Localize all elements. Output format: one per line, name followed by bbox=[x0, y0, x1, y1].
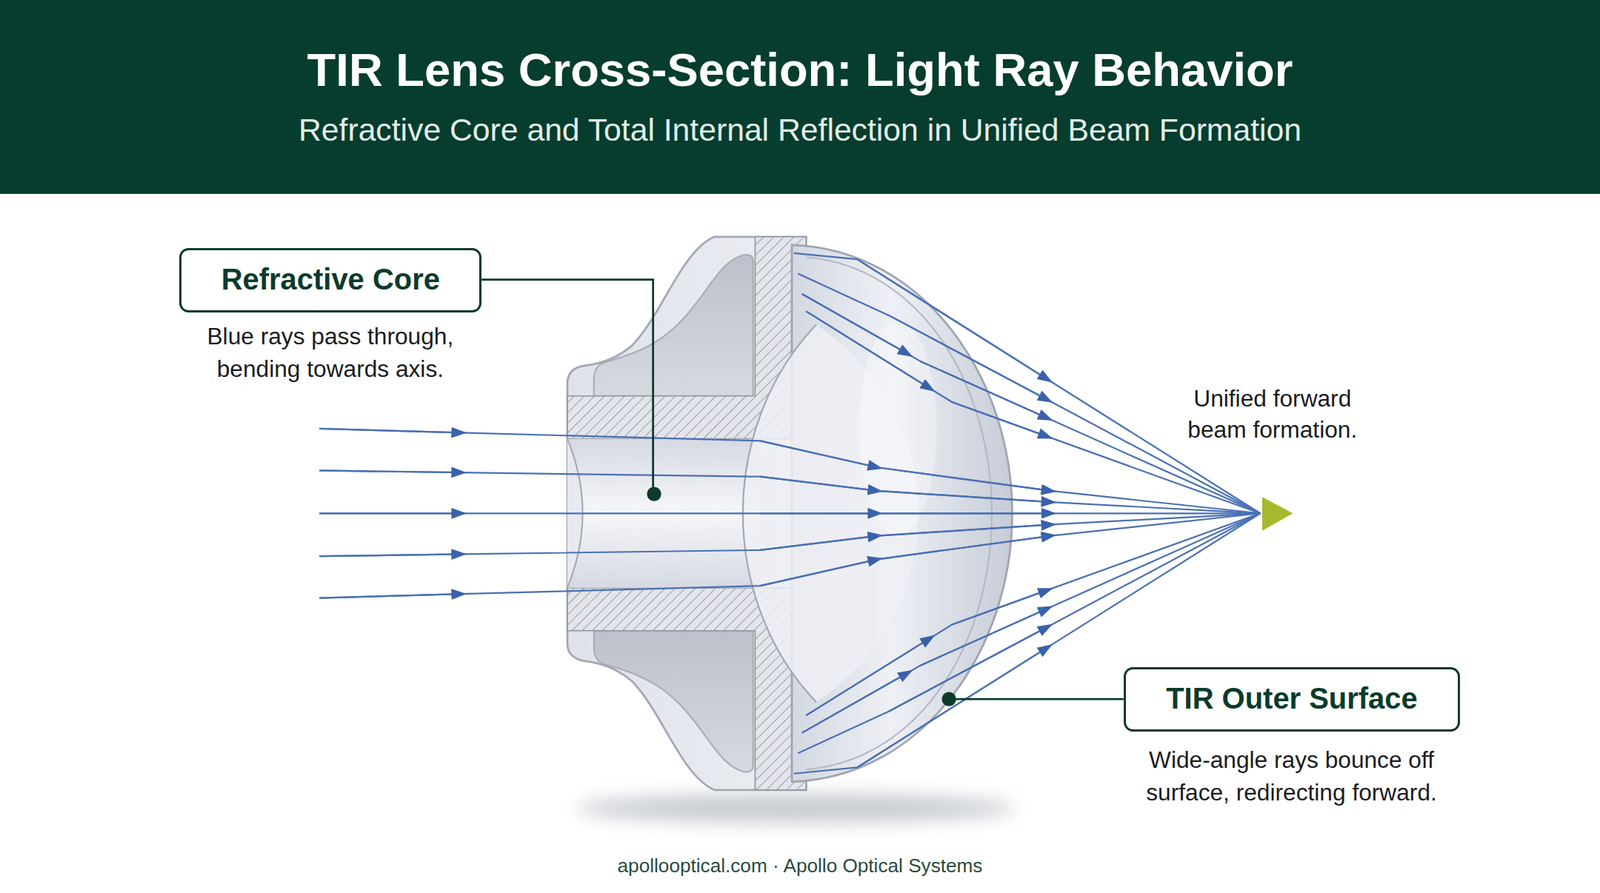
lens-cavity bbox=[594, 631, 754, 773]
ray-arrowhead bbox=[877, 491, 1052, 503]
ray-arrowhead bbox=[888, 315, 1049, 400]
ray-arrowhead bbox=[319, 470, 461, 473]
ray-arrowhead bbox=[802, 294, 909, 355]
ray-arrowhead bbox=[951, 402, 1048, 438]
ray-arrowhead bbox=[877, 467, 1052, 492]
ray-arrowhead bbox=[877, 536, 1052, 560]
ray-arrowhead bbox=[920, 608, 1049, 666]
ray-arrowhead bbox=[877, 512, 1052, 515]
leader-line bbox=[481, 280, 653, 495]
light-ray bbox=[319, 470, 1260, 514]
ray-arrowhead bbox=[877, 524, 1052, 536]
leader-line bbox=[948, 698, 1124, 701]
ray-arrowhead bbox=[760, 536, 878, 551]
leader-dot bbox=[941, 691, 956, 706]
ray-arrowhead bbox=[802, 672, 909, 733]
focal-marker bbox=[1262, 497, 1293, 531]
callout-heading: Refractive Core bbox=[221, 262, 440, 298]
light-ray bbox=[794, 513, 1261, 774]
ray-arrowhead bbox=[760, 477, 878, 492]
callout-description: Wide-angle rays bounce off surface, redi… bbox=[1122, 743, 1460, 810]
light-ray bbox=[802, 294, 1261, 514]
ray-arrowhead bbox=[805, 637, 931, 716]
light-ray bbox=[794, 253, 1261, 514]
ray-arrowhead bbox=[951, 590, 1048, 626]
header-band bbox=[0, 0, 1600, 195]
light-ray bbox=[319, 513, 1260, 598]
subtitle: Refractive Core and Total Internal Refle… bbox=[0, 111, 1600, 149]
lens-cavity bbox=[594, 254, 754, 397]
light-ray bbox=[319, 253, 1260, 775]
callout-description: Blue rays pass through, bending towards … bbox=[177, 320, 483, 386]
leader-dot bbox=[646, 486, 661, 501]
dome-highlight bbox=[859, 321, 938, 536]
light-ray bbox=[319, 513, 1260, 557]
light-ray bbox=[319, 512, 1260, 515]
ray-arrowhead bbox=[760, 559, 878, 586]
light-ray bbox=[805, 311, 1260, 514]
ray-arrowhead bbox=[760, 440, 878, 468]
callout-heading: TIR Outer Surface bbox=[1165, 682, 1418, 717]
ray-arrowhead bbox=[319, 554, 461, 557]
ray-arrowhead bbox=[760, 512, 878, 515]
ray-arrowhead bbox=[319, 594, 461, 599]
ray-arrowhead bbox=[319, 512, 461, 515]
callout-box: TIR Outer SurfaceWide-angle rays bounce … bbox=[1123, 667, 1461, 732]
lens-shadow bbox=[576, 794, 1015, 823]
title: TIR Lens Cross-Section: Light Ray Behavi… bbox=[0, 41, 1600, 98]
callout-box: Refractive CoreBlue rays pass through, b… bbox=[179, 248, 482, 313]
ray-arrowhead bbox=[920, 361, 1049, 419]
light-ray bbox=[797, 273, 1260, 514]
ray-arrowhead bbox=[805, 311, 931, 389]
light-ray bbox=[319, 428, 1260, 514]
footer-credit: apollooptical.com · Apollo Optical Syste… bbox=[0, 854, 1600, 878]
beam-note: Unified forward beam formation. bbox=[1172, 382, 1372, 447]
ray-arrowhead bbox=[319, 428, 461, 434]
